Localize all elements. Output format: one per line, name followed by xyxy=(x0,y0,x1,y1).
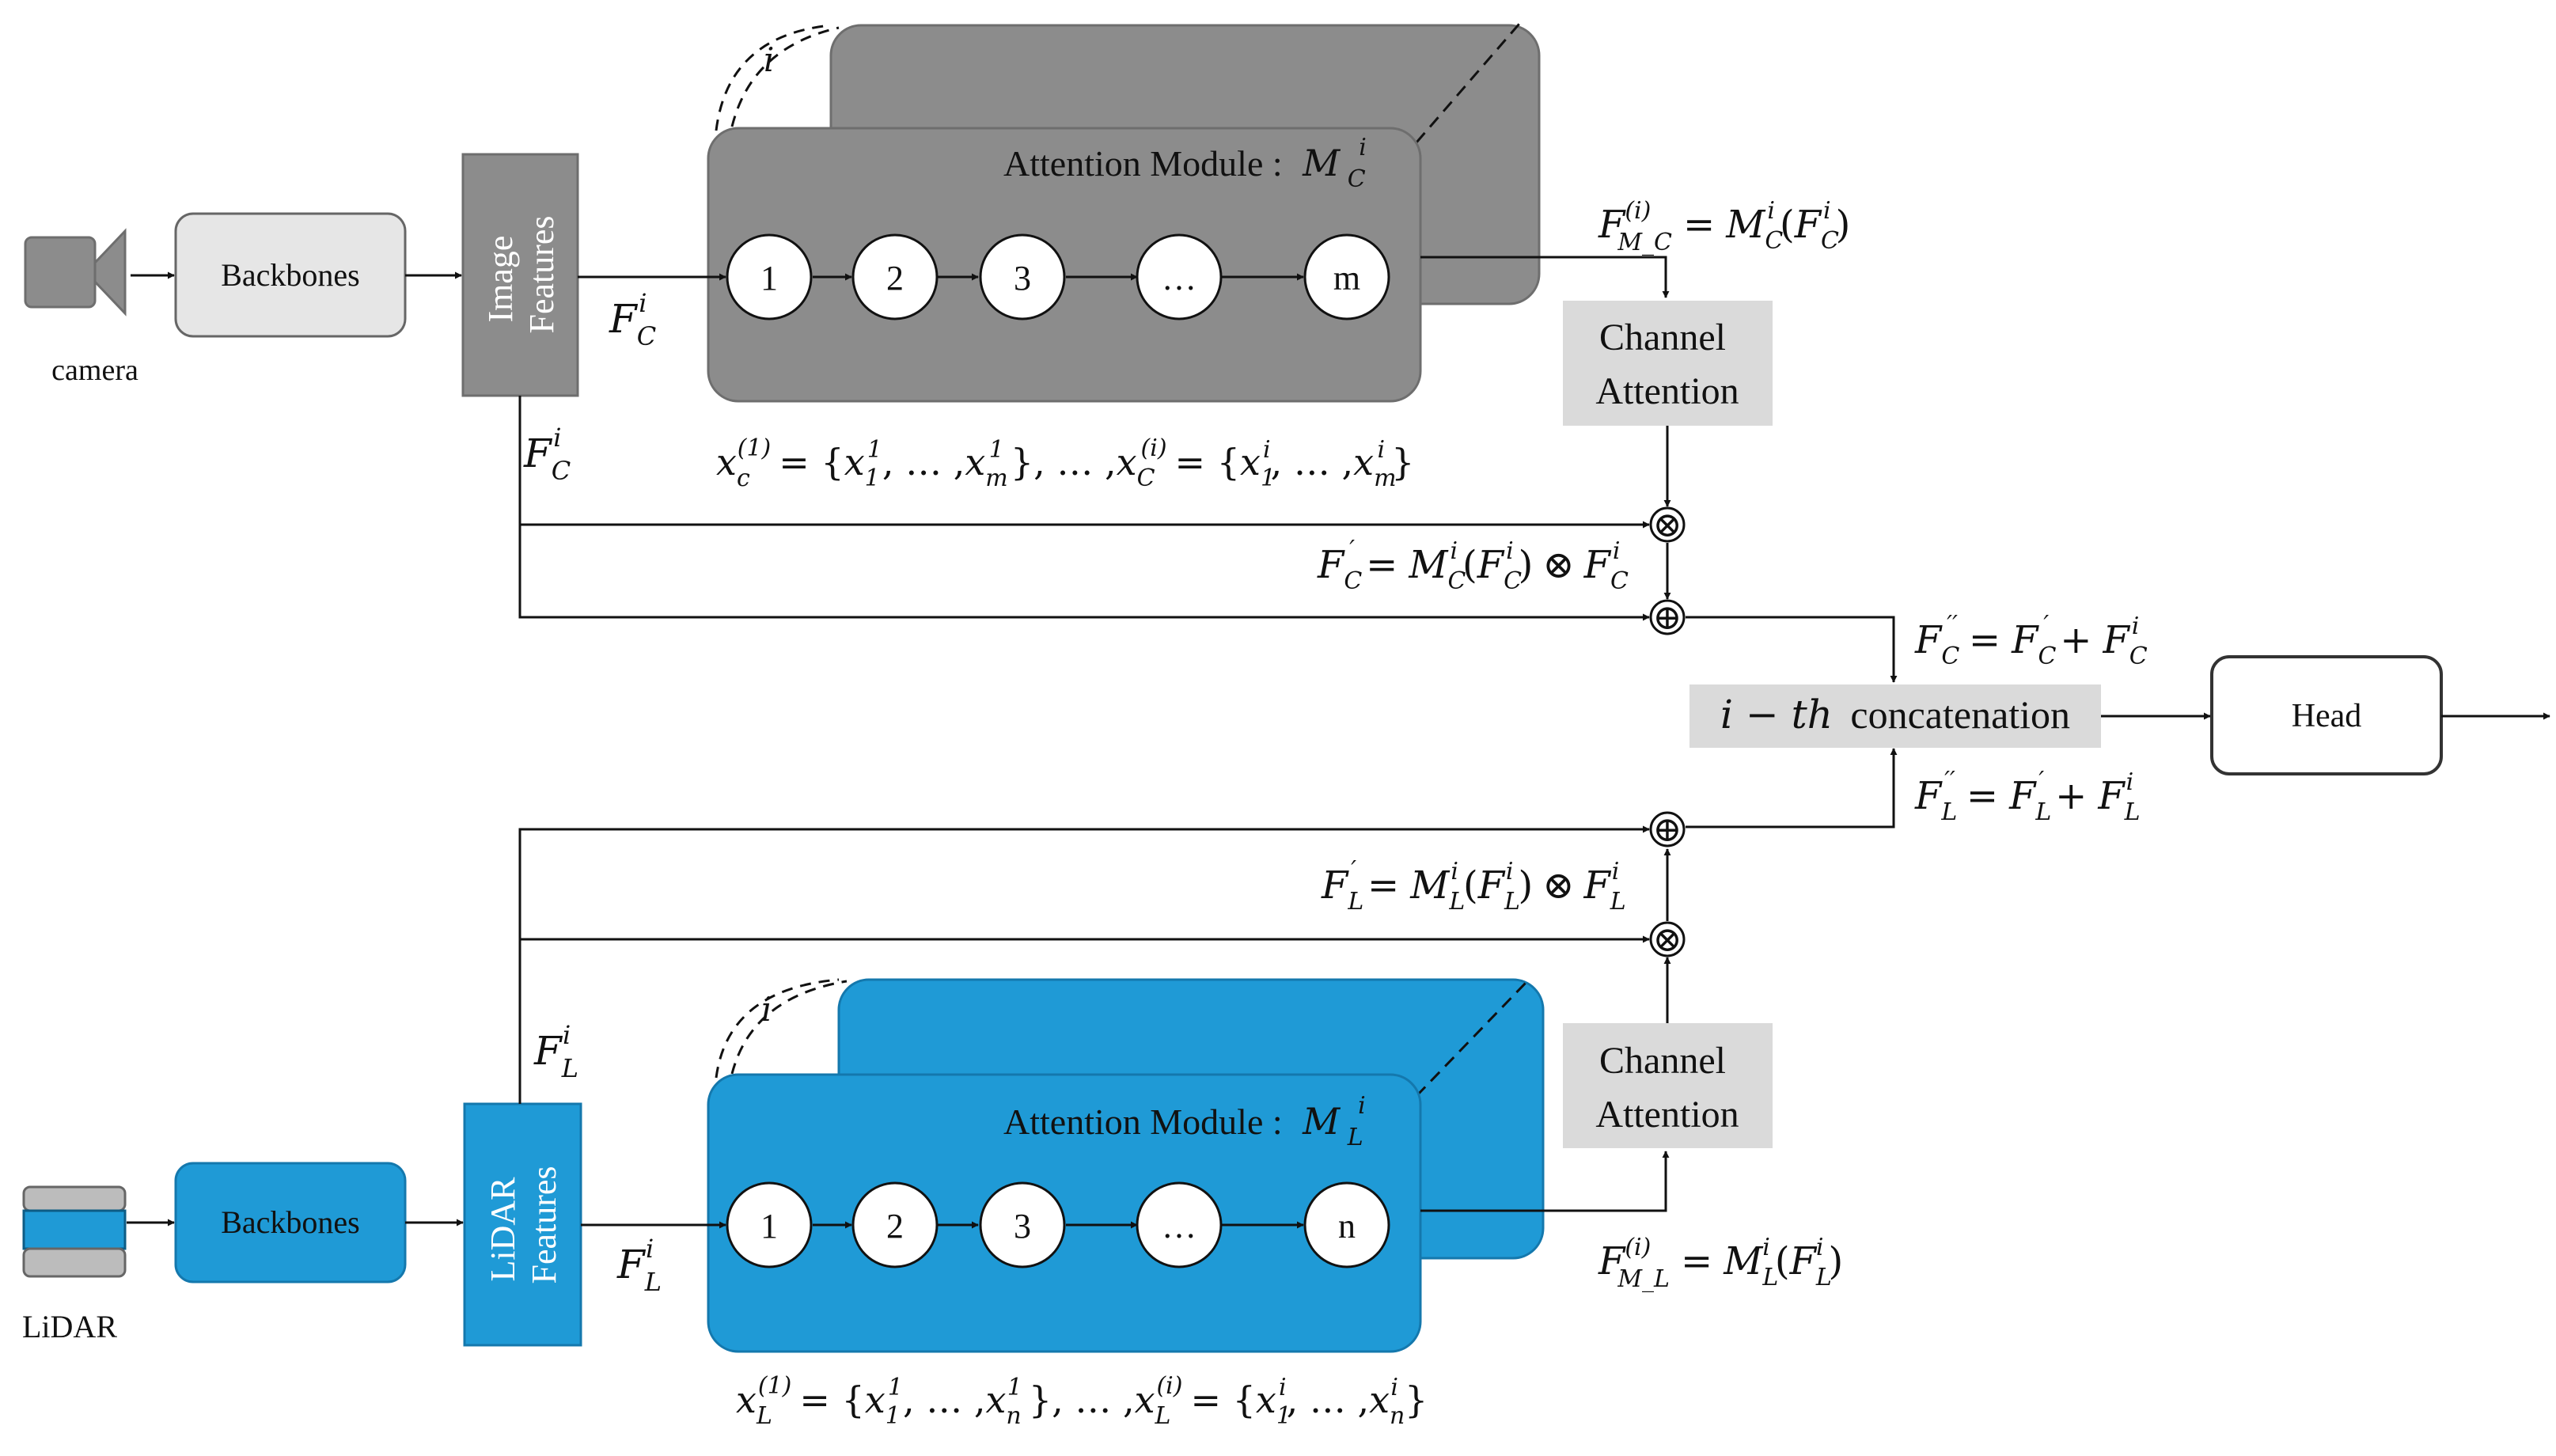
image-features-label: Image Features xyxy=(481,215,561,333)
camera-channel-attention-box xyxy=(1563,301,1773,426)
camera-node xyxy=(851,233,939,320)
lidar-stack-index-arc xyxy=(715,978,840,1079)
camera-node-label: 3 xyxy=(1014,259,1031,298)
camera-node xyxy=(979,233,1066,320)
lidar-multiply-symbol: ⊗ xyxy=(1653,920,1682,959)
camera-feature-label-below: FCi xyxy=(523,423,571,486)
camera-body xyxy=(24,236,97,309)
camera-add-node xyxy=(1649,599,1686,635)
camera-module-to-channel-arrow xyxy=(1420,256,1670,298)
lidar-channel-attention-label: Channel Attention xyxy=(1595,1040,1739,1136)
camera-node-label: m xyxy=(1333,259,1360,298)
camera-node xyxy=(1136,233,1223,320)
camera-feature-label-right: FCi xyxy=(609,288,656,351)
lidar-prime-formula: FL′=MLi(FLi)⊗FLi xyxy=(1321,856,1626,916)
camera-multiply-symbol: ⊗ xyxy=(1653,506,1682,544)
lidar-attention-module-title: Attention Module : M L i xyxy=(1003,1092,1372,1153)
camera-stack-index-arc xyxy=(715,24,832,131)
camera-connectors xyxy=(131,256,1898,683)
lidar-feature-label-right: FLi xyxy=(616,1234,662,1297)
lidar-connectors xyxy=(127,748,1898,1229)
lidar-add-to-concat-arrow xyxy=(1686,748,1898,828)
camera-node-label: 2 xyxy=(886,259,904,298)
camera-node-label: … xyxy=(1162,259,1196,298)
lidar-add-symbol: ⊕ xyxy=(1653,810,1682,849)
camera-sequence-formula: xc(1)= {x11, … ,xm1}, … ,xC(i)= {x1i, … … xyxy=(716,434,1414,492)
lidar-node xyxy=(1303,1181,1390,1268)
lidar-node-label: 1 xyxy=(760,1207,778,1246)
lidar-top xyxy=(22,1185,127,1212)
camera-stack-index: i xyxy=(764,40,774,79)
lidar-channel-attention-box xyxy=(1563,1023,1773,1148)
lidar-multiply-node xyxy=(1649,921,1686,957)
camera-node xyxy=(726,233,813,320)
lidar-module-output-formula: F(i)M_L=MLi(FLi) xyxy=(1598,1234,1843,1293)
lidar-double-prime-formula: FL′′=FL′+FLi xyxy=(1914,767,2141,826)
camera-module-output-formula: F(i)M_C=MCi(FCi) xyxy=(1598,197,1850,256)
camera-backbone-label: Backbones xyxy=(221,257,360,293)
camera-lens xyxy=(93,228,127,317)
lidar-node-chain: 1 2 3 … n xyxy=(726,1181,1390,1268)
concatenation-label: i − th concatenation xyxy=(1720,692,2070,737)
lidar-node-label: 3 xyxy=(1014,1207,1031,1246)
head-label: Head xyxy=(2292,698,2362,734)
lidar-feature-label-above: FLi xyxy=(533,1020,578,1083)
lidar-stack-index: i xyxy=(761,990,772,1029)
lidar-node xyxy=(1136,1181,1223,1268)
camera-stack-depth-line xyxy=(1415,23,1521,143)
lidar-stack-index-arc-2 xyxy=(730,980,848,1075)
camera-channel-attention-label: Channel Attention xyxy=(1595,317,1739,412)
image-features-box xyxy=(461,153,579,397)
lidar-features-label: LiDAR Features xyxy=(484,1166,563,1283)
lidar-band xyxy=(22,1209,127,1250)
lidar-stack-depth-line xyxy=(1415,980,1529,1098)
camera-attention-module xyxy=(707,127,1422,403)
camera-node-label: 1 xyxy=(760,259,778,298)
lidar-bottom xyxy=(22,1247,127,1278)
camera-multiply-node xyxy=(1649,506,1686,543)
lidar-skip-to-add xyxy=(518,825,1650,939)
lidar-sequence-formula: xL(1)= {x11, … ,xn1}, … ,xL(i)= {x1i, … … xyxy=(736,1372,1428,1430)
lidar-sensor-icon xyxy=(22,1185,127,1278)
lidar-attention-module xyxy=(707,1073,1422,1353)
lidar-node-label: n xyxy=(1338,1207,1356,1246)
camera-stack-index-arc-2 xyxy=(730,26,840,127)
lidar-backbone-label: Backbones xyxy=(221,1204,360,1240)
camera-node-chain: 1 2 3 … m xyxy=(726,233,1390,320)
lidar-label: LiDAR xyxy=(22,1309,117,1344)
lidar-node-label: … xyxy=(1162,1207,1196,1246)
lidar-node-label: 2 xyxy=(886,1207,904,1246)
lidar-features-box xyxy=(463,1102,582,1347)
lidar-module-to-channel-arrow xyxy=(1420,1151,1670,1212)
lidar-node xyxy=(726,1181,813,1268)
lidar-node xyxy=(979,1181,1066,1268)
concatenation-box xyxy=(1689,684,2101,748)
camera-label: camera xyxy=(51,354,138,387)
camera-skip-to-add xyxy=(518,525,1650,621)
lidar-node xyxy=(851,1181,939,1268)
camera-node xyxy=(1303,233,1390,320)
camera-add-to-concat-arrow xyxy=(1686,616,1898,683)
camera-double-prime-formula: FC′′=FC′+FCi xyxy=(1914,611,2148,670)
camera-add-symbol: ⊕ xyxy=(1653,598,1682,637)
camera-prime-formula: FC′=MCi(FCi)⊗FCi xyxy=(1317,536,1629,595)
lidar-add-node xyxy=(1649,811,1686,847)
camera-icon xyxy=(24,228,127,317)
camera-attention-module-title: Attention Module : M C i xyxy=(1003,134,1375,195)
